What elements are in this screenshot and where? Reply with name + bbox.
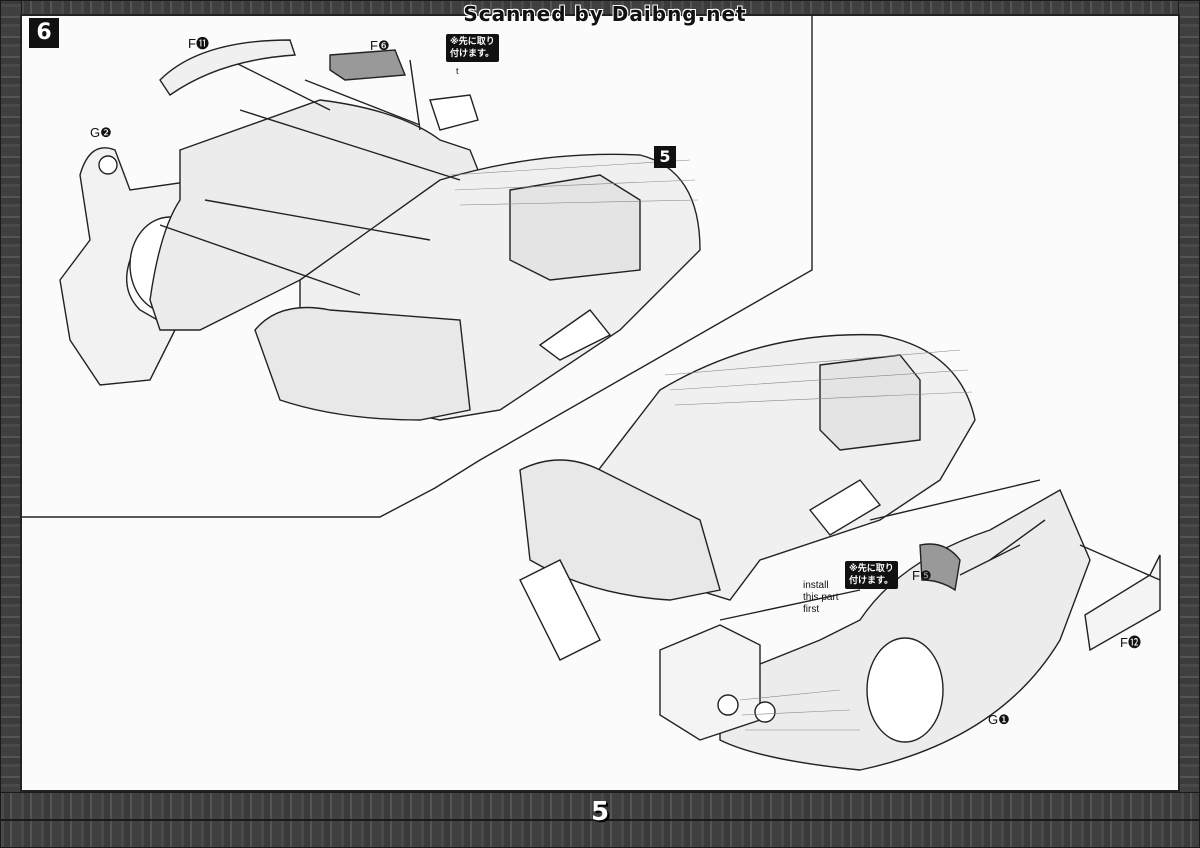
note-top-sub: t — [456, 66, 459, 76]
page-number: 5 — [590, 797, 610, 827]
label-g1: G❶ — [988, 712, 1010, 727]
lower-stair — [808, 479, 882, 536]
lower-hull-g1 — [719, 489, 1091, 771]
label-f11: F⓫ — [188, 36, 209, 51]
upper-bracket — [429, 94, 479, 131]
upper-stair — [538, 309, 612, 361]
upper-deck-tower — [509, 174, 641, 281]
label-f5: F❺ — [912, 568, 932, 583]
lower-left-post — [519, 559, 601, 661]
step-number-6: 6 — [29, 18, 59, 48]
upper-bow — [254, 306, 471, 421]
note-top-line1: ※先に取り — [450, 37, 495, 47]
note-install-first-top: ※先に取り 付けます。 — [446, 34, 499, 62]
callout-border — [22, 16, 813, 518]
scanner-credit: Scanned by Daibng.net — [463, 2, 747, 26]
lower-deck-tower — [819, 354, 921, 451]
frame-bottom-2 — [0, 820, 1200, 848]
label-g2: G❷ — [90, 125, 112, 140]
note-right-line1: ※先に取り — [849, 564, 894, 574]
part-f12 — [1084, 554, 1161, 652]
part-f11 — [159, 39, 296, 96]
part-f5 — [919, 543, 961, 592]
install-line3: first — [803, 604, 820, 615]
note-right-line2: 付けます。 — [849, 576, 894, 586]
step-number-5: 5 — [654, 146, 676, 168]
part-f6 — [329, 49, 407, 81]
lower-box — [659, 624, 761, 741]
note-top-line2: 付けます。 — [450, 49, 495, 59]
label-f12: F⓬ — [1120, 635, 1141, 650]
install-note: install this part first — [803, 580, 839, 616]
label-f6: F❻ — [370, 38, 390, 53]
note-install-first-right: ※先に取り 付けます。 — [845, 561, 898, 589]
install-line1: install — [803, 580, 829, 591]
install-line2: this part — [803, 592, 839, 603]
